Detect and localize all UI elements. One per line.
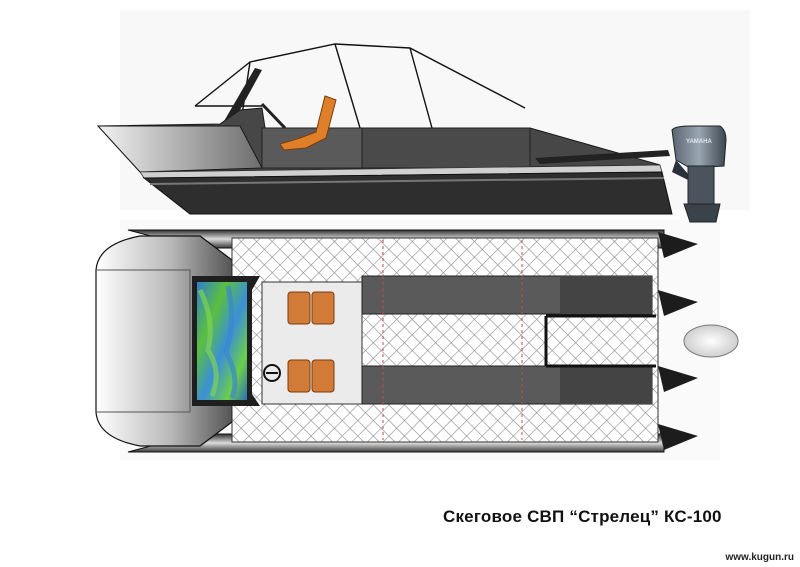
transom-frame — [544, 314, 656, 368]
seat-icon — [279, 95, 337, 151]
website-watermark: www.kugun.ru — [725, 552, 794, 563]
side-view-hull — [96, 43, 673, 215]
top-view-hull — [95, 229, 698, 453]
steering-wheel-icon — [263, 364, 281, 382]
skeg-icon — [658, 290, 698, 316]
diagram-title: Скеговое СВП “Стрелец” КС-100 — [443, 507, 722, 526]
skeg-icon — [658, 424, 698, 450]
propeller-disc-icon — [683, 324, 739, 358]
outboard-motor-icon: YAMAHA — [671, 125, 727, 223]
skeg-icon — [658, 366, 698, 392]
seat-icon — [287, 359, 335, 393]
windshield-post — [220, 68, 262, 128]
engine-brand-label: YAMAHA — [686, 139, 712, 145]
seat-icon — [287, 291, 335, 325]
skeg-icon — [658, 232, 698, 258]
canopy-frame — [194, 43, 526, 129]
